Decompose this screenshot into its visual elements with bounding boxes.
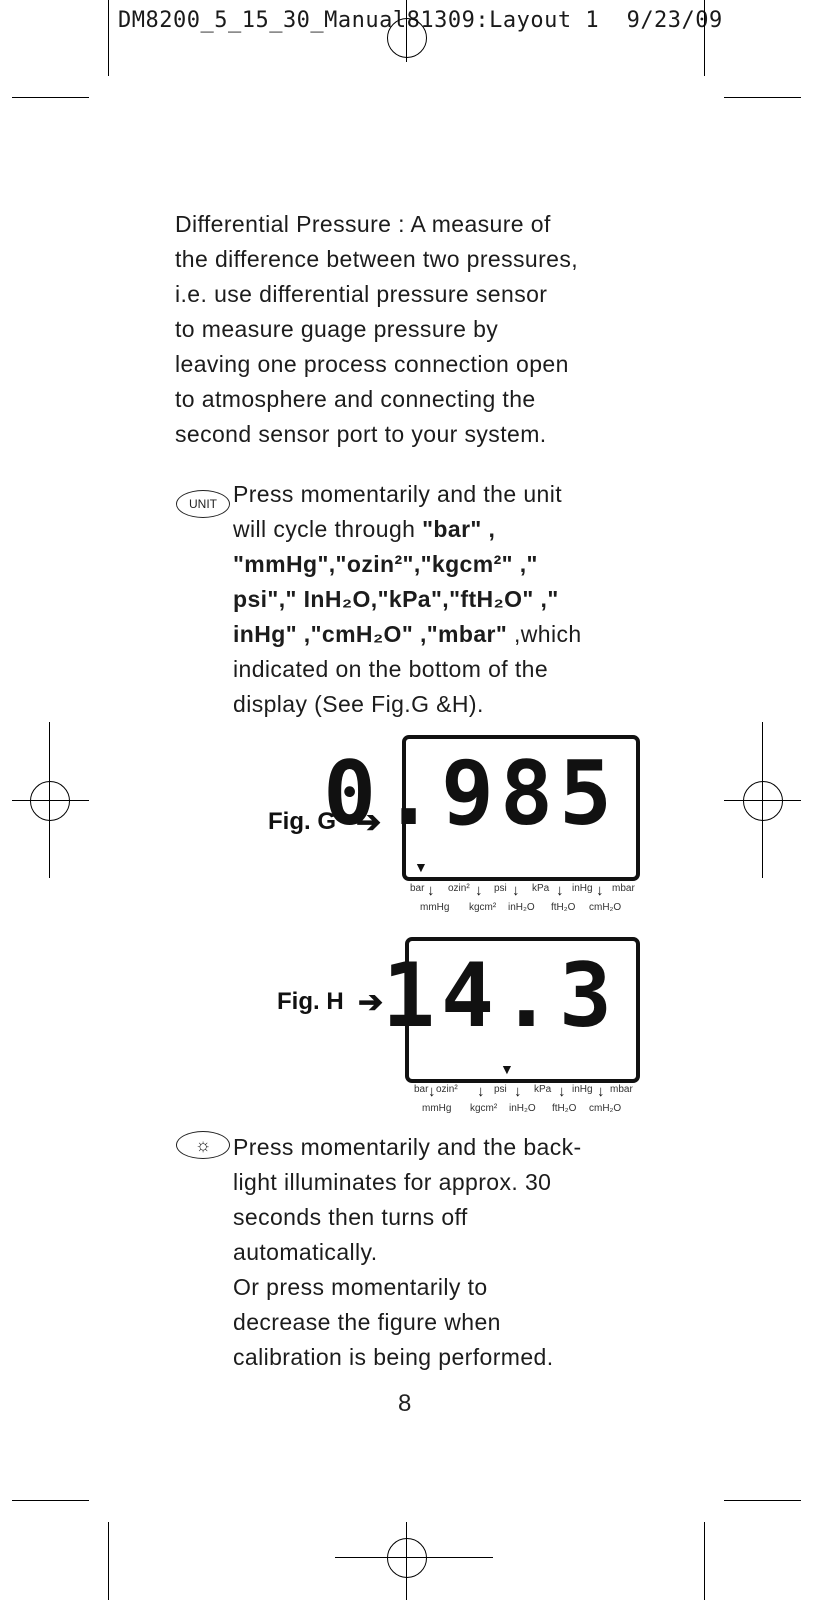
unit-label: inH₂O — [508, 902, 535, 913]
unit-label: bar — [410, 883, 425, 894]
unit-scale-fig-h: bar ozin² psi kPa inHg mbar mmHg kgcm² i… — [412, 1084, 642, 1116]
fig-h-label: Fig. H — [277, 988, 344, 1015]
unit-label: kPa — [534, 1084, 552, 1095]
unit-line: Press momentarily and the unit — [233, 481, 563, 507]
crop-mark — [12, 97, 89, 98]
unit-label: mmHg — [420, 902, 450, 913]
arrow-right-icon: ➔ — [358, 986, 384, 1019]
backlight-line: light illuminates for approx. 30 — [233, 1169, 552, 1195]
registration-mark — [387, 18, 427, 58]
unit-description: Press momentarily and the unit will cycl… — [233, 477, 673, 722]
lcd-reading: 0.985 — [323, 742, 618, 845]
intro-line: the difference between two pressures, — [175, 246, 579, 272]
unit-label: psi — [494, 1084, 507, 1095]
unit-tick-icon: ↓ — [477, 1083, 485, 1100]
unit-line: display (See Fig.G &H). — [233, 691, 484, 717]
unit-label: mbar — [610, 1084, 633, 1095]
unit-line: psi"," InH₂O,"kPa","ftH₂O" ," — [233, 586, 559, 612]
crop-mark — [335, 1557, 493, 1558]
unit-label: ftH₂O — [552, 1103, 577, 1114]
crop-mark — [406, 1522, 407, 1600]
registration-mark — [743, 781, 783, 821]
unit-label: cmH₂O — [589, 1103, 622, 1114]
lcd-display-fig-h: 14.3 ▼ — [382, 937, 640, 1083]
unit-label: kgcm² — [469, 902, 497, 913]
crop-mark — [12, 800, 89, 801]
unit-line-text: will cycle through — [233, 516, 423, 542]
unit-label: kgcm² — [470, 1103, 498, 1114]
intro-line: to measure guage pressure by — [175, 316, 499, 342]
light-bulb-icon: ☼ — [176, 1131, 230, 1159]
unit-label: cmH₂O — [589, 902, 622, 913]
unit-line-bold: "bar" , — [422, 516, 496, 542]
lcd-reading: 14.3 — [382, 944, 618, 1047]
unit-line: "mmHg","ozin²","kgcm²" ," — [233, 551, 538, 577]
backlight-line: automatically. — [233, 1239, 378, 1265]
unit-tick-icon: ↓ — [427, 882, 435, 899]
fig-g-label: Fig. G — [268, 808, 336, 835]
registration-mark — [387, 1538, 427, 1578]
crop-mark — [406, 0, 407, 62]
lcd-display-fig-g: 0.985 ▼ — [323, 735, 640, 881]
unit-tick-icon: ↓ — [428, 1083, 436, 1100]
unit-tick-icon: ↓ — [556, 882, 564, 899]
unit-tick-icon: ↓ — [596, 882, 604, 899]
crop-mark — [724, 800, 801, 801]
unit-label: mbar — [612, 883, 635, 894]
intro-line: i.e. use differential pressure sensor — [175, 281, 548, 307]
print-header: DM8200_5_15_30_Manual81309:Layout 1 9/23… — [118, 8, 723, 33]
intro-line: leaving one process connection open — [175, 351, 569, 377]
unit-label: inH₂O — [509, 1103, 536, 1114]
unit-tick-icon: ↓ — [512, 882, 520, 899]
unit-scale-fig-g: bar ozin² psi kPa inHg mbar mmHg kgcm² i… — [408, 883, 638, 915]
registration-mark — [30, 781, 70, 821]
unit-line-2: will cycle through "bar" , — [233, 512, 673, 547]
unit-tick-icon: ↓ — [558, 1083, 566, 1100]
unit-tick-icon: ↓ — [475, 882, 483, 899]
backlight-line: Press momentarily and the back- — [233, 1134, 582, 1160]
backlight-description: Press momentarily and the back- light il… — [233, 1130, 673, 1375]
unit-label: ozin² — [448, 883, 470, 894]
crop-mark — [704, 0, 705, 76]
unit-tick-icon: ↓ — [514, 1083, 522, 1100]
intro-line: to atmosphere and connecting the — [175, 386, 536, 412]
crop-mark — [724, 1500, 801, 1501]
unit-button-icon: UNIT — [176, 490, 230, 518]
backlight-line: seconds then turns off — [233, 1204, 468, 1230]
arrow-right-icon: ➔ — [356, 806, 382, 839]
crop-mark — [12, 1500, 89, 1501]
crop-mark — [108, 1522, 109, 1600]
unit-line: indicated on the bottom of the — [233, 656, 549, 682]
unit-line-bold: inHg" ,"cmH₂O" ,"mbar" — [233, 621, 508, 647]
unit-icon-label: UNIT — [189, 497, 217, 511]
backlight-line: decrease the figure when — [233, 1309, 501, 1335]
unit-label: bar — [414, 1084, 429, 1095]
unit-line-text: ,which — [507, 621, 582, 647]
crop-mark — [724, 97, 801, 98]
unit-label: ftH₂O — [551, 902, 576, 913]
intro-paragraph: Differential Pressure : A measure of the… — [175, 207, 675, 452]
unit-line-5: inHg" ,"cmH₂O" ,"mbar" ,which — [233, 617, 673, 652]
backlight-line: calibration is being performed. — [233, 1344, 554, 1370]
unit-label: inHg — [572, 883, 593, 894]
unit-pointer-icon: ▼ — [414, 859, 428, 875]
backlight-line: Or press momentarily to — [233, 1274, 488, 1300]
intro-line: second sensor port to your system. — [175, 421, 547, 447]
unit-pointer-icon: ▼ — [500, 1061, 514, 1077]
intro-line: Differential Pressure : A measure of — [175, 211, 551, 237]
crop-mark — [704, 1522, 705, 1600]
unit-label: psi — [494, 883, 507, 894]
crop-mark — [108, 0, 109, 76]
unit-label: ozin² — [436, 1084, 458, 1095]
page-number: 8 — [398, 1390, 412, 1417]
unit-label: inHg — [572, 1084, 593, 1095]
unit-label: mmHg — [422, 1103, 452, 1114]
unit-label: kPa — [532, 883, 550, 894]
unit-tick-icon: ↓ — [597, 1083, 605, 1100]
